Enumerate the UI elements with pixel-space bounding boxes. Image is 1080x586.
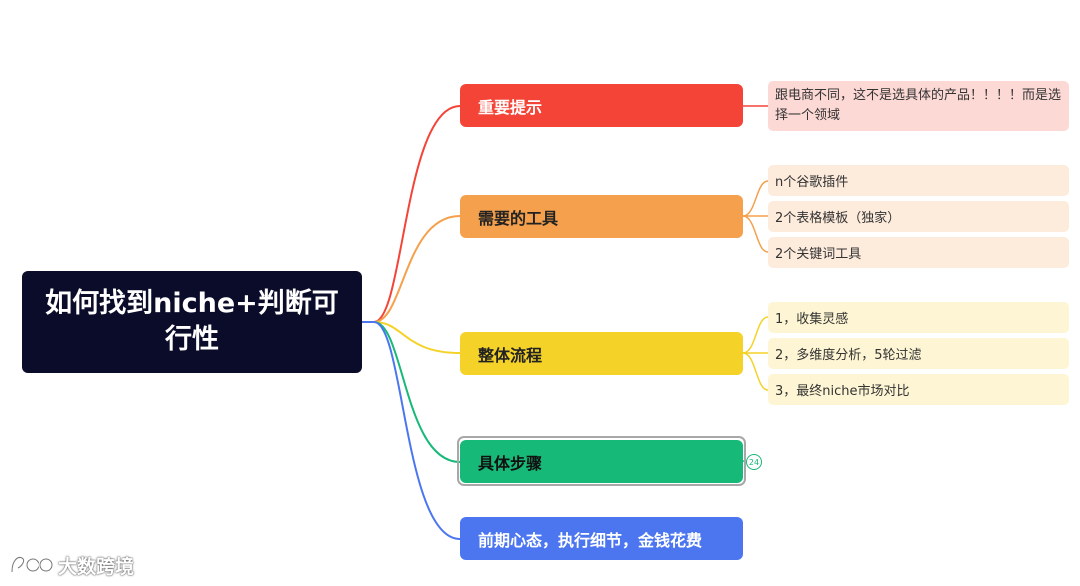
collapsed-count: 24 <box>748 457 760 467</box>
leaf-label: 3，最终niche市场对比 <box>775 384 910 399</box>
leaf-label: 2个关键词工具 <box>775 247 862 262</box>
leaf-process-1[interactable]: 1，收集灵感 <box>768 302 1069 333</box>
watermark-text: 大数跨境 <box>58 555 135 578</box>
leaf-tool-2[interactable]: 2个表格模板（独家） <box>768 201 1069 232</box>
branch-specific-steps[interactable]: 具体步骤 <box>460 440 743 483</box>
watermark-logo-icon <box>10 556 54 574</box>
collapsed-children-badge[interactable]: 24 <box>746 454 762 470</box>
connector-root-to-mindset <box>362 321 461 540</box>
branch-tools-needed[interactable]: 需要的工具 <box>460 195 743 238</box>
branch-label: 重要提示 <box>478 97 543 117</box>
branch-label: 前期心态，执行细节，金钱花费 <box>478 530 703 550</box>
connector-process-leaf-3 <box>742 352 769 391</box>
leaf-label: n个谷歌插件 <box>775 175 849 190</box>
leaf-process-2[interactable]: 2，多维度分析，5轮过滤 <box>768 338 1069 369</box>
branch-important-tip[interactable]: 重要提示 <box>460 84 743 127</box>
leaf-label: 1，收集灵感 <box>775 312 849 327</box>
branch-label: 需要的工具 <box>478 208 559 228</box>
connector-tools-leaf-1 <box>742 180 769 217</box>
branch-label: 具体步骤 <box>478 453 543 473</box>
connector-tools-leaf-3 <box>742 215 769 253</box>
connector-root-to-tools <box>362 215 461 323</box>
connector-root-to-tip <box>362 105 461 323</box>
leaf-tool-1[interactable]: n个谷歌插件 <box>768 165 1069 196</box>
branch-overall-process[interactable]: 整体流程 <box>460 332 743 375</box>
leaf-label: 跟电商不同，这不是选具体的产品！！！！而是选择一个领域 <box>775 88 1062 123</box>
watermark: 大数跨境 <box>8 551 134 579</box>
leaf-label: 2个表格模板（独家） <box>775 211 901 226</box>
leaf-tool-3[interactable]: 2个关键词工具 <box>768 237 1069 268</box>
leaf-label: 2，多维度分析，5轮过滤 <box>775 348 922 363</box>
selection-frame <box>457 436 746 486</box>
connector-root-to-process <box>362 321 461 354</box>
root-topic[interactable]: 如何找到niche+判断可行性 <box>22 271 362 373</box>
root-topic-title: 如何找到niche+判断可行性 <box>45 288 339 355</box>
connector-process-leaf-1 <box>742 316 769 354</box>
leaf-tip-note[interactable]: 跟电商不同，这不是选具体的产品！！！！而是选择一个领域 <box>768 81 1069 131</box>
leaf-process-3[interactable]: 3，最终niche市场对比 <box>768 374 1069 405</box>
connector-root-to-steps <box>362 321 461 463</box>
branch-mindset-details-costs[interactable]: 前期心态，执行细节，金钱花费 <box>460 517 743 560</box>
branch-label: 整体流程 <box>478 345 543 365</box>
